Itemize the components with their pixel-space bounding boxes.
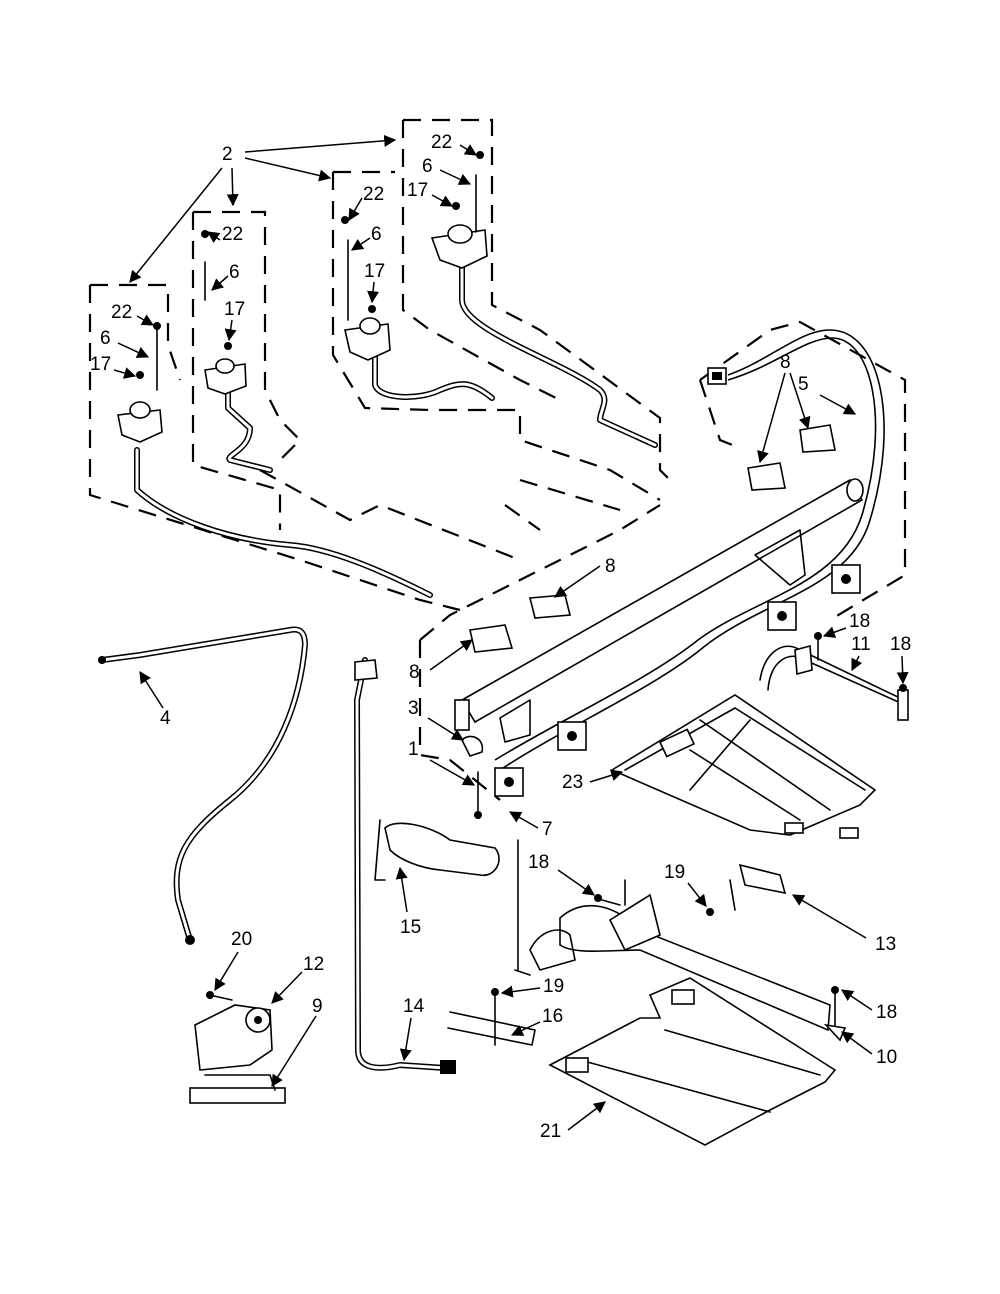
- venturi-15: [374, 819, 500, 881]
- burner-tube-11: [759, 632, 909, 721]
- pressure-regulator: [189, 991, 286, 1104]
- callout-20: 20: [231, 929, 252, 950]
- burner-valve-1: [117, 322, 163, 443]
- callout-14: 14: [403, 996, 425, 1017]
- callout-19b: 19: [543, 976, 564, 997]
- burner-tubes: [134, 227, 658, 598]
- burner-base-plate: [548, 977, 847, 1146]
- callout-17c: 17: [364, 261, 385, 282]
- assembly-boundaries: [88, 118, 907, 801]
- callout-13: 13: [875, 934, 896, 955]
- callout-8c: 8: [409, 662, 420, 683]
- callout-6d: 6: [422, 156, 433, 177]
- callout-9: 9: [312, 996, 323, 1017]
- callout-17a: 17: [90, 354, 111, 375]
- callout-18d: 18: [876, 1002, 897, 1023]
- orifice-fittings: [469, 424, 836, 653]
- clip-and-screw: [461, 735, 484, 819]
- callout-1: 1: [408, 739, 419, 760]
- callout-17d: 17: [407, 180, 428, 201]
- burner-bracket-plate: [610, 694, 877, 839]
- callout-6a: 6: [100, 328, 111, 349]
- callout-16: 16: [542, 1006, 563, 1027]
- gas-line-14: [354, 657, 456, 1074]
- callout-8a: 8: [780, 352, 791, 373]
- callout-18a: 18: [849, 611, 870, 632]
- callout-18c: 18: [528, 852, 549, 873]
- callout-22c: 22: [363, 184, 384, 205]
- callout-23: 23: [562, 772, 583, 793]
- manifold-pipe: [454, 478, 864, 743]
- callout-6b: 6: [229, 262, 240, 283]
- gas-line-4: [98, 626, 308, 945]
- orifice-13: [706, 863, 787, 916]
- callout-5: 5: [798, 374, 809, 395]
- burner-valve-3: [341, 216, 391, 361]
- callout-3: 3: [408, 698, 419, 719]
- callout-22a: 22: [111, 302, 132, 323]
- callout-7: 7: [542, 819, 553, 840]
- callout-8b: 8: [605, 556, 616, 577]
- callouts: 2 22 6 17 22 6 17 22 6 17 22 6 17 8: [90, 132, 911, 1142]
- callout-22b: 22: [222, 224, 243, 245]
- igniter-harness: [494, 329, 885, 797]
- burner-valve-2: [201, 230, 247, 395]
- callout-10: 10: [876, 1047, 897, 1068]
- callout-22d: 22: [431, 132, 452, 153]
- callout-15: 15: [400, 917, 421, 938]
- callout-4: 4: [160, 708, 171, 729]
- callout-21: 21: [540, 1121, 561, 1142]
- burner-valve-4: [430, 151, 488, 269]
- callout-19a: 19: [664, 862, 685, 883]
- callout-17b: 17: [224, 299, 245, 320]
- callout-12: 12: [303, 954, 324, 975]
- callout-18b: 18: [890, 634, 911, 655]
- callout-6c: 6: [371, 224, 382, 245]
- callout-2: 2: [222, 144, 233, 165]
- gas-line-16: [447, 988, 536, 1046]
- lower-burner-10: [514, 839, 831, 1032]
- callout-11: 11: [851, 634, 871, 655]
